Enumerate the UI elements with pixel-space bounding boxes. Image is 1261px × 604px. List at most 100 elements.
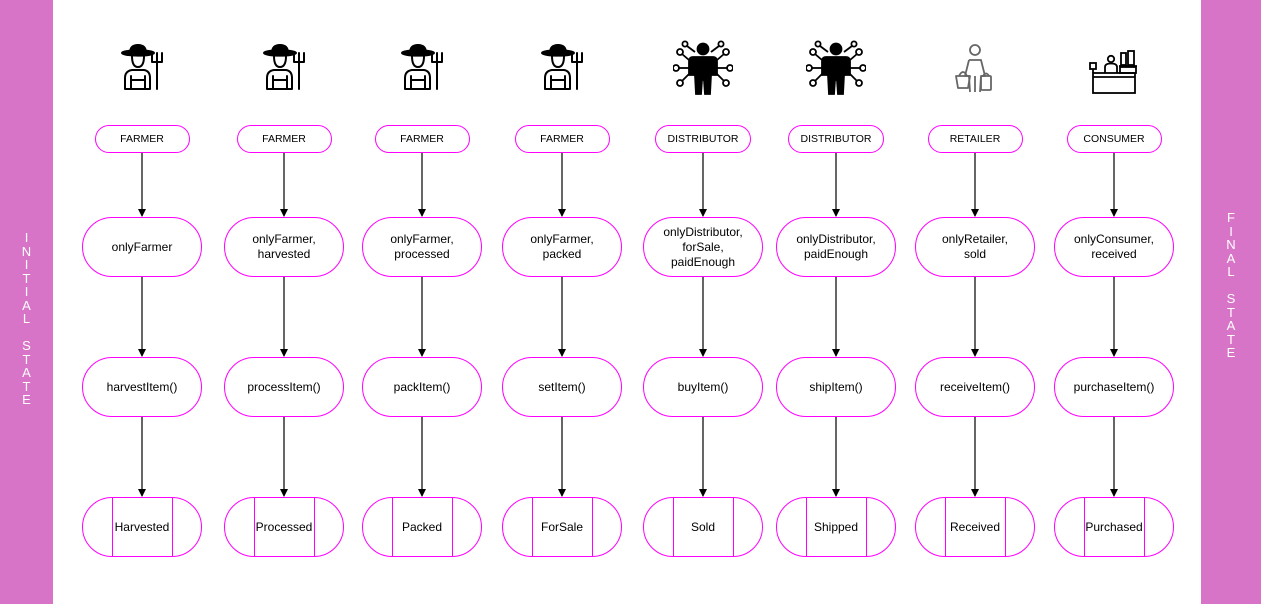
modifier-text: onlyFarmer (111, 239, 173, 254)
label-letter: T (1227, 331, 1235, 347)
consumer-shop-icon (1084, 40, 1144, 100)
function-text: receiveItem() (939, 379, 1010, 394)
label-letter: T (22, 378, 31, 394)
label-letter: A (22, 297, 31, 313)
role-text: DISTRIBUTOR (800, 133, 872, 145)
state-node: Harvested (82, 497, 202, 557)
state-node-divider (532, 498, 533, 556)
state-node: Received (915, 497, 1035, 557)
state-text: ForSale (540, 519, 584, 534)
modifier-text: onlyFarmer, packed (530, 232, 594, 261)
role-text: FARMER (400, 133, 444, 145)
label-letter: E (22, 392, 31, 407)
role-label: CONSUMER (1066, 125, 1162, 153)
label-letter: A (22, 365, 31, 380)
function-text: packItem() (393, 379, 451, 394)
role-text: FARMER (540, 133, 584, 145)
label-letter: T (22, 270, 31, 286)
state-node-divider (866, 498, 867, 556)
function-node: buyItem() (643, 357, 763, 417)
modifier-node: onlyFarmer, packed (502, 217, 622, 277)
farmer-icon (112, 40, 172, 100)
label-letter: N (1226, 237, 1236, 252)
state-node-divider (254, 498, 255, 556)
modifier-node: onlyFarmer, harvested (224, 217, 344, 277)
modifier-node: onlyDistributor, paidEnough (776, 217, 896, 277)
modifier-text: onlyFarmer, harvested (252, 232, 316, 261)
modifier-node: onlyConsumer, received (1054, 217, 1174, 277)
state-node: Packed (362, 497, 482, 557)
distributor-network-icon (672, 40, 734, 100)
label-letter: I (24, 284, 29, 299)
label-letter: I (24, 257, 29, 272)
state-text: Purchased (1085, 519, 1143, 534)
state-node: ForSale (502, 497, 622, 557)
label-letter: N (21, 243, 32, 259)
function-node: shipItem() (776, 357, 896, 417)
function-text: shipItem() (809, 379, 863, 394)
role-text: FARMER (120, 133, 164, 145)
function-node: setItem() (502, 357, 622, 417)
role-label: FARMER (236, 125, 332, 153)
distributor-network-icon (805, 40, 867, 100)
state-node-divider (392, 498, 393, 556)
label-letter: A (1226, 318, 1236, 333)
function-node: processItem() (224, 357, 344, 417)
role-text: FARMER (262, 133, 306, 145)
role-label: FARMER (514, 125, 610, 153)
role-text: RETAILER (949, 133, 1001, 145)
state-text: Harvested (114, 519, 170, 534)
role-label: FARMER (374, 125, 470, 153)
state-text: Shipped (813, 519, 859, 534)
role-label: RETAILER (927, 125, 1023, 153)
state-node: Purchased (1054, 497, 1174, 557)
function-node: receiveItem() (915, 357, 1035, 417)
function-text: buyItem() (677, 379, 729, 394)
label-letter: L (1227, 264, 1235, 279)
state-node-divider (733, 498, 734, 556)
state-node-divider (945, 498, 946, 556)
state-text: Sold (690, 519, 716, 534)
function-text: setItem() (538, 379, 586, 394)
function-text: harvestItem() (106, 379, 178, 394)
label-letter: I (24, 230, 29, 245)
modifier-node: onlyFarmer, processed (362, 217, 482, 277)
state-text: Received (949, 519, 1001, 534)
state-node-divider (314, 498, 315, 556)
function-node: purchaseItem() (1054, 357, 1174, 417)
state-node-divider (1005, 498, 1006, 556)
state-node: Shipped (776, 497, 896, 557)
role-label: FARMER (94, 125, 190, 153)
label-letter: E (1226, 345, 1236, 360)
label-letter: L (22, 311, 31, 326)
modifier-text: onlyDistributor, forSale, paidEnough (663, 224, 743, 269)
retailer-shopper-icon (945, 40, 1005, 100)
function-text: processItem() (247, 379, 321, 394)
modifier-text: onlyFarmer, processed (390, 232, 454, 261)
modifier-text: onlyDistributor, paidEnough (796, 232, 876, 261)
state-node-divider (172, 498, 173, 556)
state-node-divider (452, 498, 453, 556)
state-text: Processed (255, 519, 313, 534)
state-node: Processed (224, 497, 344, 557)
label-letter: A (1226, 250, 1236, 266)
label-letter: F (1227, 210, 1235, 225)
state-node-divider (806, 498, 807, 556)
modifier-node: onlyDistributor, forSale, paidEnough (643, 217, 763, 277)
function-text: purchaseItem() (1073, 379, 1155, 394)
state-node-divider (1144, 498, 1145, 556)
farmer-icon (392, 40, 452, 100)
state-node-divider (1084, 498, 1085, 556)
state-node-divider (112, 498, 113, 556)
modifier-text: onlyRetailer, sold (941, 232, 1009, 261)
state-text: Packed (401, 519, 443, 534)
role-label: DISTRIBUTOR (788, 125, 884, 153)
label-letter: S (1226, 291, 1236, 306)
state-node-divider (592, 498, 593, 556)
function-node: harvestItem() (82, 357, 202, 417)
